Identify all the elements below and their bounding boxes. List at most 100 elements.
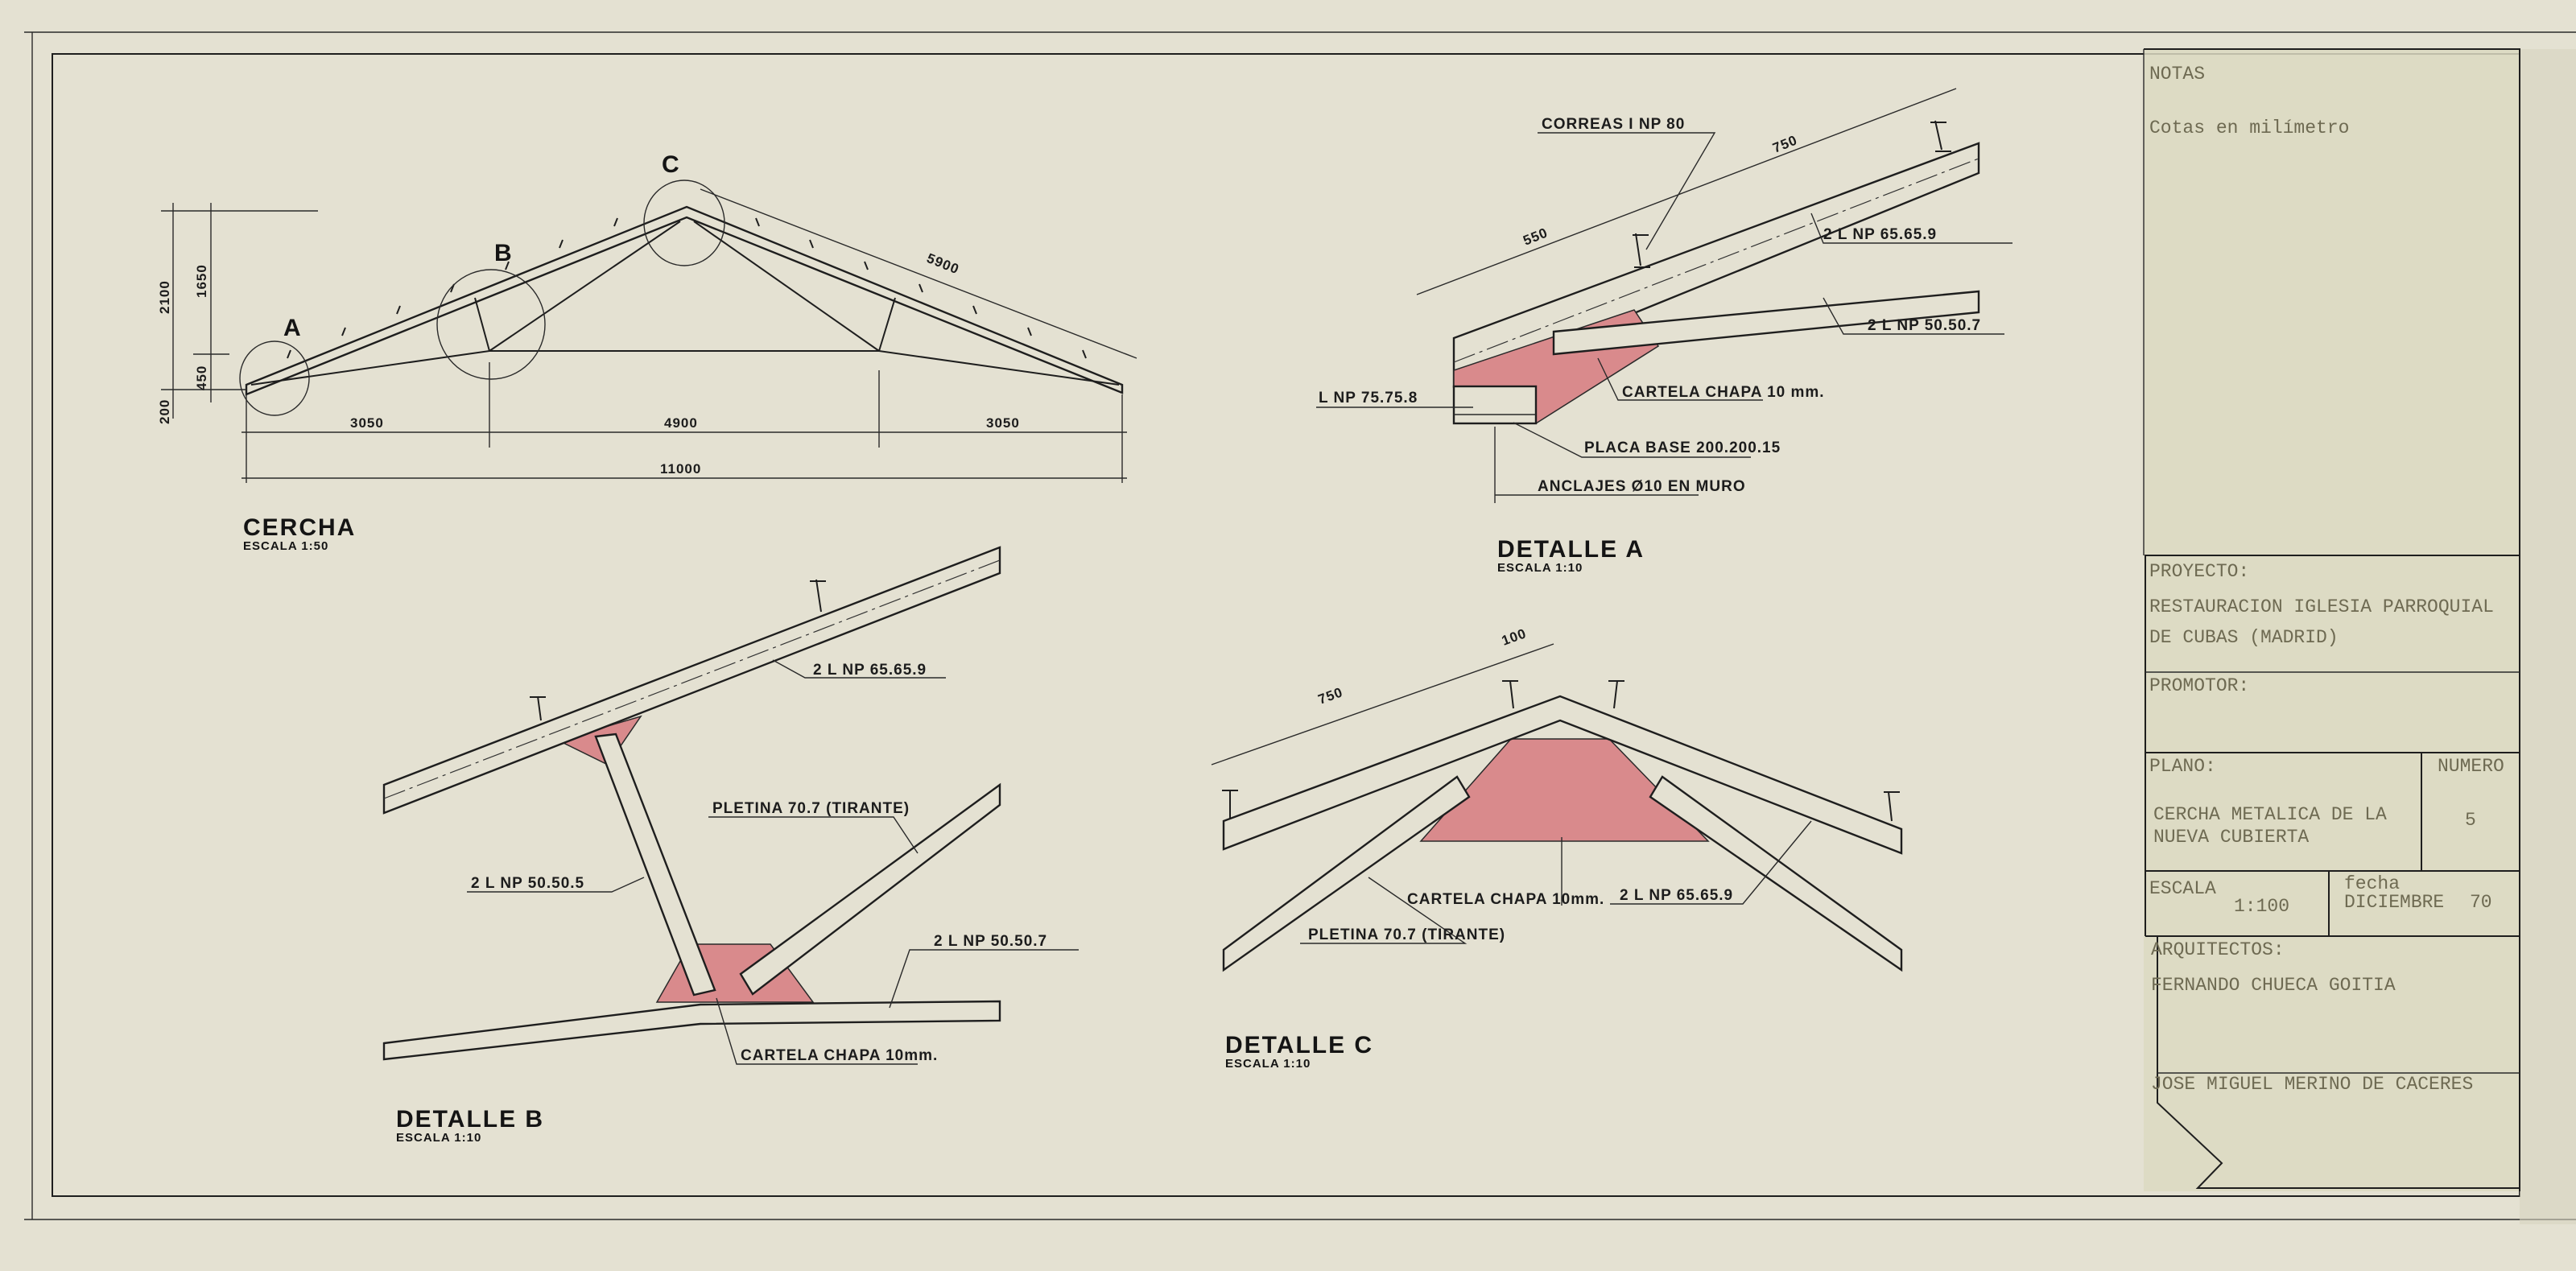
dim-h-base: 200 (157, 399, 172, 424)
callout-circle-c (643, 180, 725, 266)
cercha-title: CERCHA (243, 514, 356, 541)
purlin-marks (287, 217, 1087, 359)
leader-a-anclajes (1494, 427, 1699, 503)
proyecto-line-1: RESTAURACION IGLESIA PARROQUIAL (2149, 596, 2494, 617)
detalle-c-rafters (1222, 695, 1903, 855)
promotor-label: PROMOTOR: (2149, 675, 2249, 696)
callout-label-c: C (662, 151, 681, 178)
fecha-month: DICIEMBRE (2344, 892, 2444, 913)
detalle-b-rafter (382, 546, 1001, 815)
label-c-cartela: CARTELA CHAPA 10mm. (1407, 891, 1604, 908)
leader-b-cartela (716, 997, 918, 1065)
detalle-c-title: DETALLE C (1225, 1032, 1373, 1058)
escala-value: 1:100 (2234, 896, 2289, 917)
leader-b-rafter (772, 659, 946, 679)
label-a-rafter: 2 L NP 65.65.9 (1823, 226, 1937, 243)
escala-label: ESCALA (2149, 878, 2216, 899)
detalle-a-base-angle (1452, 385, 1538, 425)
label-b-strut: 2 L NP 50.50.5 (471, 875, 584, 892)
dim-span-mid: 4900 (664, 415, 698, 431)
leader-a-chord (1823, 297, 2004, 335)
dim-h-total: 2100 (157, 280, 172, 314)
proyecto-label: PROYECTO: (2149, 561, 2249, 582)
label-a-placa: PLACA BASE 200.200.15 (1584, 439, 1781, 456)
leader-c-rafter (1610, 820, 1812, 905)
dim-span-right: 3050 (986, 415, 1020, 431)
detalle-c-dim-line (1211, 643, 1554, 765)
label-a-chord: 2 L NP 50.50.7 (1868, 317, 1981, 334)
arquitectos-frame (2145, 935, 2520, 1189)
detalle-a-scale: ESCALA 1:10 (1497, 561, 1583, 575)
detalle-b-title: DETALLE B (396, 1106, 544, 1133)
label-correas: CORREAS I NP 80 (1542, 116, 1685, 133)
callout-circle-a (239, 340, 310, 416)
cercha-strut-right (878, 297, 896, 352)
dim-span-left: 3050 (350, 415, 384, 431)
arquitectos-label: ARQUITECTOS: (2151, 939, 2285, 960)
detalle-c-pletina-right (1649, 775, 1903, 972)
cercha-bottom-chord (250, 350, 1120, 386)
label-c-pletina: PLETINA 70.7 (TIRANTE) (1308, 926, 1505, 943)
label-a-angle: L NP 75.75.8 (1319, 390, 1418, 406)
detalle-c: 750 100 CARTELA CHAPA 10mm. 2 L NP 65.65… (1211, 625, 1903, 1071)
plano-grid-lines (2145, 753, 2520, 936)
leader-b-pletina (708, 816, 919, 854)
proyecto-frame (2145, 555, 2520, 753)
detalle-b-bottom-chord (382, 1000, 1001, 1061)
label-b-cartela: CARTELA CHAPA 10mm. (741, 1047, 938, 1064)
numero-value: 5 (2465, 810, 2476, 831)
detalle-c-dim-750: 750 (1316, 684, 1345, 708)
notas-frame (2144, 48, 2520, 1191)
cercha-diagonal-right (693, 221, 880, 352)
numero-label: NUMERO (2438, 756, 2504, 777)
detalle-b-strut (594, 732, 716, 997)
callout-circle-b (436, 269, 546, 380)
dim-h-upper: 1650 (194, 264, 209, 298)
cercha-strut-left (474, 297, 490, 352)
detalle-b-scale: ESCALA 1:10 (396, 1131, 481, 1145)
detalle-a-dim-line (1416, 88, 1957, 295)
arquitecto-1: FERNANDO CHUECA GOITIA (2151, 975, 2396, 996)
dim-extension-lines (246, 362, 1123, 483)
leader-c-pletina (1300, 877, 1468, 944)
detalle-c-purlins (1222, 680, 1900, 822)
cercha-scale: ESCALA 1:50 (243, 539, 328, 553)
arquitecto-2: JOSE MIGUEL MERINO DE CACERES (2151, 1074, 2473, 1095)
dim-rafter: 5900 (925, 250, 962, 277)
label-b-chord: 2 L NP 50.50.7 (934, 933, 1047, 950)
plano-label: PLANO: (2149, 756, 2216, 777)
label-b-pletina: PLETINA 70.7 (TIRANTE) (712, 800, 910, 817)
tracing-paper-edge (2520, 49, 2576, 1224)
detalle-a: 550 750 CORREAS I NP 80 2 L NP 65.65.9 2… (1316, 88, 2013, 575)
dim-h-lower: 450 (194, 365, 209, 390)
label-b-rafter: 2 L NP 65.65.9 (813, 662, 927, 679)
detalle-b-purlins (530, 579, 826, 721)
detalle-a-dim-750: 750 (1770, 132, 1799, 155)
callout-label-b: B (494, 240, 514, 266)
plano-line-2: NUEVA CUBIERTA (2153, 827, 2309, 848)
detalle-b-pletina (739, 782, 1001, 996)
label-a-anclajes: ANCLAJES Ø10 EN MURO (1538, 478, 1746, 495)
notas-text: Cotas en milímetro (2149, 118, 2349, 138)
detalle-b: 2 L NP 65.65.9 PLETINA 70.7 (TIRANTE) 2 … (382, 546, 1079, 1145)
fecha-label: fecha (2344, 873, 2400, 894)
leader-correas (1538, 132, 1716, 250)
leader-b-chord (889, 949, 1079, 1009)
detalle-c-scale: ESCALA 1:10 (1225, 1057, 1311, 1071)
detalle-c-pletina-left (1222, 775, 1471, 972)
proyecto-line-2: DE CUBAS (MADRID) (2149, 627, 2339, 648)
leader-b-strut (467, 877, 645, 893)
fecha-year: 70 (2470, 892, 2492, 913)
dim-vertical-lines (161, 203, 318, 419)
leader-a-cartela (1597, 357, 1763, 401)
label-a-cartela: CARTELA CHAPA 10 mm. (1622, 384, 1825, 401)
cercha-elevation: A B C 3050 4900 3050 11000 5900 2100 165… (157, 151, 1137, 553)
leader-a-placa (1513, 422, 1751, 458)
dim-span-total: 11000 (660, 461, 701, 477)
dim-line-rafter (700, 188, 1137, 359)
detalle-a-title: DETALLE A (1497, 536, 1645, 563)
detalle-c-dim-100: 100 (1500, 625, 1529, 649)
detalle-a-bottom-chord (1552, 290, 1980, 356)
